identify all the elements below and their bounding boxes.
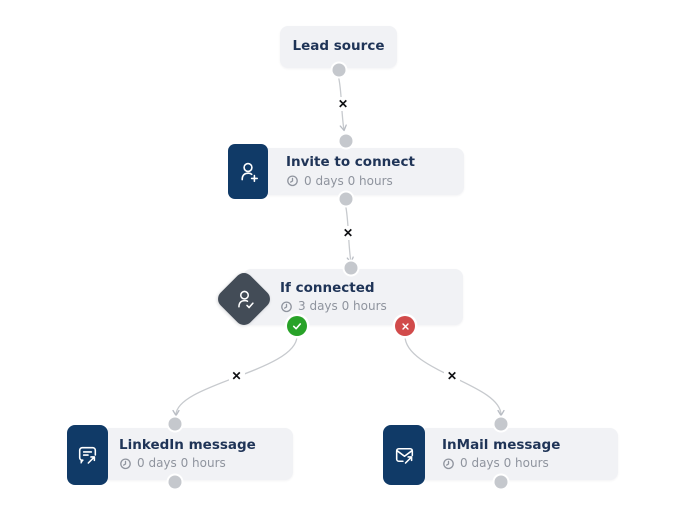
- node-delay: 0 days 0 hours: [119, 456, 293, 470]
- delay-text: 3 days 0 hours: [298, 299, 387, 314]
- connection-port-linkedin-out[interactable]: [168, 475, 182, 489]
- chat-bubble-arrow-glyph: [78, 446, 97, 464]
- connection-port-inmail-in[interactable]: [494, 417, 508, 431]
- yes-branch-badge: [287, 316, 307, 336]
- person-add-glyph: [241, 162, 258, 182]
- person-check-glyph: [223, 278, 265, 320]
- node-title: Invite to connect: [286, 154, 415, 171]
- node-title: Lead source: [292, 38, 385, 55]
- person-check-icon[interactable]: [214, 269, 274, 329]
- remove-connector-icon[interactable]: ✕: [339, 226, 357, 240]
- envelope-arrow-glyph: [395, 447, 413, 464]
- node-delay: 0 days 0 hours: [442, 456, 618, 470]
- connection-port-if-in[interactable]: [344, 261, 358, 275]
- node-invite-to-connect[interactable]: Invite to connect 0 days 0 hours: [268, 148, 464, 195]
- connection-port-invite-out[interactable]: [339, 192, 352, 205]
- node-inmail-message[interactable]: InMail message 0 days 0 hours: [425, 428, 618, 480]
- connection-port-inmail-out[interactable]: [494, 475, 508, 489]
- remove-connector-icon[interactable]: ✕: [228, 369, 245, 383]
- node-linkedin-message[interactable]: LinkedIn message 0 days 0 hours: [108, 428, 293, 480]
- connection-port-lead-out[interactable]: [332, 63, 345, 76]
- delay-text: 0 days 0 hours: [460, 456, 549, 471]
- node-title: LinkedIn message: [119, 436, 256, 453]
- connection-port-invite-in[interactable]: [339, 134, 352, 148]
- chat-bubble-arrow-icon[interactable]: [67, 425, 108, 485]
- clock-icon: [287, 175, 298, 187]
- check-icon: [292, 323, 302, 330]
- cross-icon: [401, 322, 409, 330]
- node-title: If connected: [280, 279, 375, 296]
- clock-icon: [443, 458, 454, 469]
- remove-connector-icon[interactable]: ✕: [443, 369, 461, 383]
- delay-text: 0 days 0 hours: [304, 173, 393, 188]
- node-lead-source[interactable]: Lead source: [280, 26, 397, 68]
- node-if-connected[interactable]: If connected 3 days 0 hours: [243, 269, 463, 325]
- node-title: InMail message: [442, 436, 561, 453]
- person-add-icon[interactable]: [228, 144, 268, 199]
- delay-text: 0 days 0 hours: [137, 456, 226, 471]
- node-delay: 3 days 0 hours: [280, 299, 463, 313]
- no-branch-badge: [395, 316, 415, 336]
- node-delay: 0 days 0 hours: [286, 174, 464, 188]
- clock-icon: [281, 301, 292, 312]
- envelope-arrow-icon[interactable]: [383, 425, 425, 485]
- remove-connector-icon[interactable]: ✕: [334, 97, 352, 111]
- clock-icon: [120, 458, 131, 469]
- connection-port-linkedin-in[interactable]: [168, 417, 182, 431]
